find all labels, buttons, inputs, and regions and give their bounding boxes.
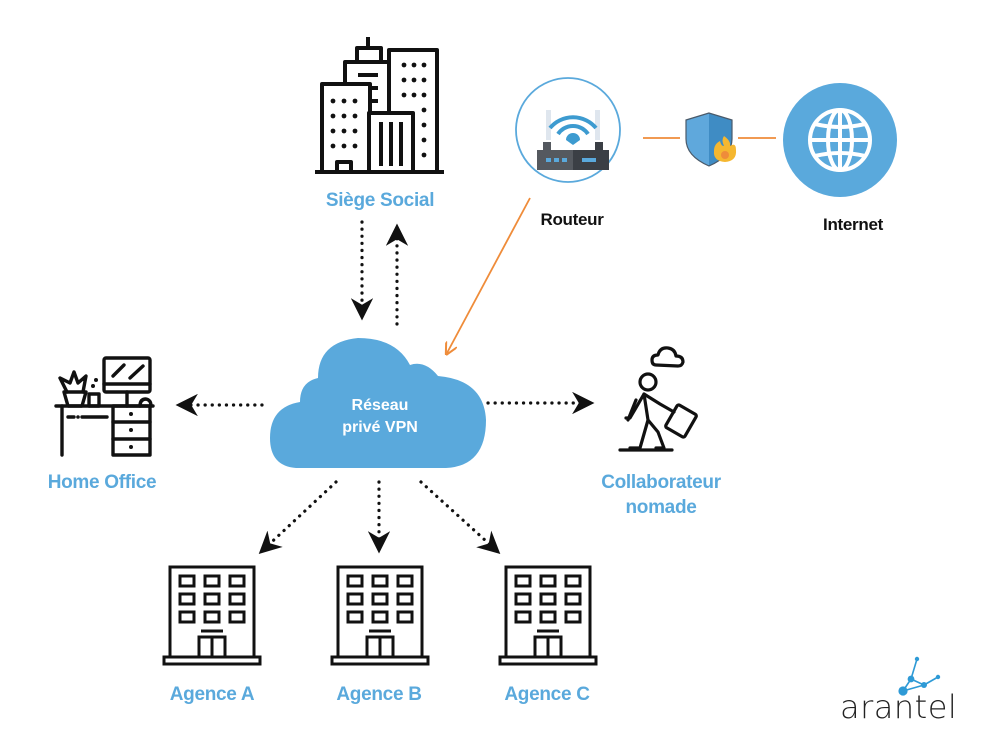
router-label: Routeur <box>540 210 604 229</box>
building-window <box>228 574 246 588</box>
building-window <box>228 610 246 624</box>
arantel-logo-icon <box>898 656 941 696</box>
vpn-label-line2: privé VPN <box>342 419 418 436</box>
building-window <box>346 574 364 588</box>
office-windows <box>330 62 427 158</box>
building-window <box>396 574 414 588</box>
hq-label: Siège Social <box>325 190 435 211</box>
building-window <box>564 592 582 606</box>
building-window <box>203 574 221 588</box>
building-window <box>514 592 532 606</box>
building-window <box>514 574 532 588</box>
building-window <box>178 610 196 624</box>
building-window <box>203 610 221 624</box>
building-window <box>371 592 389 606</box>
building-window <box>564 574 582 588</box>
building-base <box>498 655 598 666</box>
building-window <box>371 610 389 624</box>
desk-drawer-knobs <box>76 378 133 449</box>
desk-computer-icon <box>54 356 155 457</box>
agency-c-label: Agence C <box>504 684 590 705</box>
walking-traveler-icon <box>618 346 698 452</box>
vpn-label: Réseau privé VPN <box>342 395 418 439</box>
edge-vpn-to-agency-a <box>258 480 338 555</box>
edge-vpn-to-agency-c <box>419 480 501 555</box>
nomad-label: Collaborateur nomade <box>601 470 721 520</box>
edge-router-to-vpn <box>447 197 531 353</box>
building-window <box>396 610 414 624</box>
cloud-icon <box>270 338 486 468</box>
building-window <box>346 592 364 606</box>
office-towers-icon <box>315 37 444 174</box>
globe-icon <box>783 83 897 197</box>
shield-firewall-icon <box>685 112 737 167</box>
building-window <box>346 610 364 624</box>
agency-b-label: Agence B <box>336 684 422 705</box>
building-window <box>203 592 221 606</box>
building-base <box>330 655 430 666</box>
building-window <box>514 610 532 624</box>
agency-c-building-icon <box>498 565 598 666</box>
building-window <box>228 592 246 606</box>
building-window <box>539 610 557 624</box>
internet-label: Internet <box>823 215 883 234</box>
vpn-label-line1: Réseau <box>351 397 409 414</box>
building-window <box>371 574 389 588</box>
agency-b-building-icon <box>330 565 430 666</box>
arantel-logo-text: arantel <box>840 688 958 726</box>
wifi-router-icon <box>515 77 621 183</box>
building-window <box>178 592 196 606</box>
building-window <box>564 610 582 624</box>
building-window <box>539 592 557 606</box>
building-base <box>162 655 262 666</box>
agency-a-building-icon <box>162 565 262 666</box>
building-window <box>539 574 557 588</box>
building-window <box>178 574 196 588</box>
nomad-label-line1: Collaborateur <box>601 472 721 493</box>
building-window <box>396 592 414 606</box>
home-office-label: Home Office <box>47 472 157 493</box>
agency-a-label: Agence A <box>169 684 255 705</box>
nomad-label-line2: nomade <box>625 497 697 518</box>
